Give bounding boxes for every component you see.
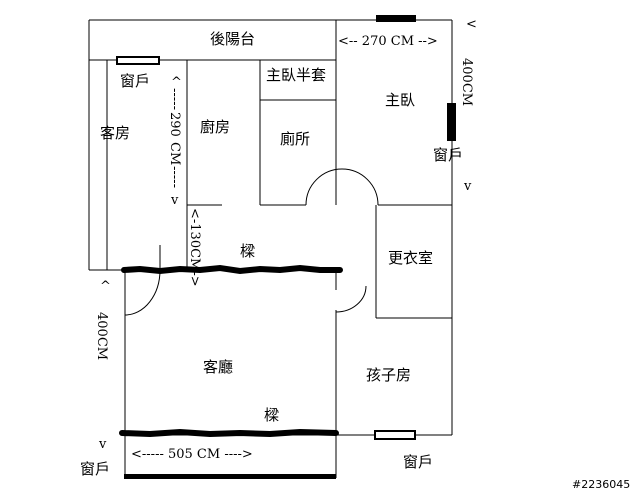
window-kids-mark [374, 430, 416, 440]
dim-master-height-top: < [466, 17, 477, 32]
dim-kitchen-height-value: 290 [167, 112, 182, 137]
doors [124, 168, 379, 316]
watermark: #2236045 [572, 478, 630, 491]
dim-corridor: <-130CM-> [187, 208, 202, 287]
room-labels: 後陽台 客房 廚房 主臥半套 廁所 主臥 更衣室 客廳 孩子房 [100, 30, 433, 384]
beam-lower-line [119, 428, 339, 438]
dimensions: <-- 270 CM --> < 400CM v ^ ----- 290 CM … [94, 17, 477, 462]
beam-label-upper: 樑 [240, 242, 255, 260]
window-bottom-mark [124, 474, 336, 479]
room-living: 客廳 [203, 358, 233, 376]
room-walk-in-closet: 更衣室 [388, 249, 433, 267]
window-label-kids: 窗戶 [403, 453, 433, 471]
window-top-mark [376, 15, 416, 22]
room-kids: 孩子房 [366, 366, 411, 384]
window-master-mark [447, 103, 456, 141]
beams [119, 264, 343, 438]
room-master-half-bath: 主臥半套 [266, 66, 326, 84]
window-guest-mark [116, 56, 160, 65]
dim-master-height: 400CM [459, 58, 474, 106]
dim-living-width: <----- 505 CM ----> [131, 447, 253, 462]
dim-living-height-bottom: v [98, 437, 107, 452]
room-kitchen: 廚房 [200, 118, 230, 136]
dim-master-width: <-- 270 CM --> [338, 34, 438, 49]
room-toilet: 廁所 [280, 130, 310, 148]
living-door-arc [124, 269, 161, 316]
dim-living-height: 400CM [94, 312, 109, 360]
window-label-master: 窗戶 [433, 146, 463, 164]
kids-door-arc [335, 285, 367, 313]
window-label-bottom-left: 窗戶 [80, 460, 110, 478]
dim-kitchen-height-unit: CM [167, 142, 182, 165]
room-guest: 客房 [100, 124, 130, 142]
window-marks [116, 15, 456, 479]
dim-kitchen-height-bottom: v [170, 193, 179, 208]
room-master-bedroom: 主臥 [385, 91, 415, 109]
beam-label-lower: 樑 [264, 406, 279, 424]
dim-kitchen-dashes-top: ----- [167, 88, 182, 110]
dim-master-height-bottom: v [463, 179, 472, 194]
window-label-guest: 窗戶 [120, 72, 150, 90]
toilet-door-arc [305, 168, 379, 206]
dim-kitchen-height-top: ^ [171, 75, 182, 90]
beam-upper-line [121, 264, 343, 275]
dim-living-height-top: ^ [100, 279, 111, 294]
room-rear-balcony: 後陽台 [210, 30, 255, 48]
dim-kitchen-dashes-bottom: ----- [167, 166, 182, 188]
window-labels: 窗戶 窗戶 窗戶 窗戶 [80, 72, 463, 478]
